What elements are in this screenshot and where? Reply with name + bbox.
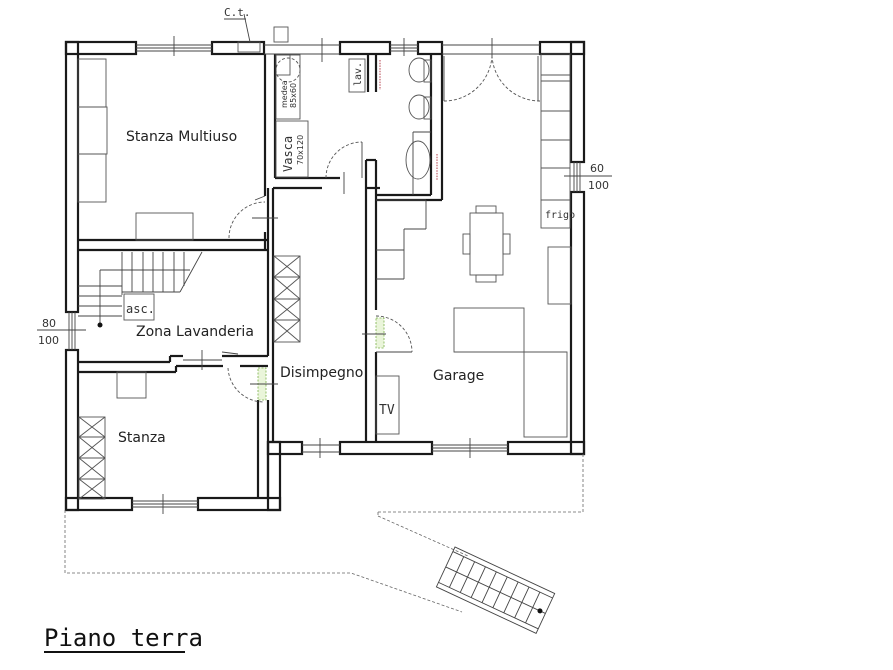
room-label-stanza-multiuso: Stanza Multiuso xyxy=(126,129,237,145)
door-lavanderia[interactable] xyxy=(183,350,239,370)
door-garage-north[interactable] xyxy=(443,55,541,102)
label-ct: C.t. xyxy=(224,6,251,19)
labels: Stanza Multiuso Zona Lavanderia Stanza D… xyxy=(38,6,609,653)
dim-west-top: 80 xyxy=(42,317,56,330)
wardrobe-disimpegno xyxy=(273,255,301,343)
label-tv: TV xyxy=(379,403,395,418)
room-label-zona-lavanderia: Zona Lavanderia xyxy=(136,324,254,340)
doors xyxy=(183,55,541,403)
garage-furniture xyxy=(375,53,572,438)
door-garage-side[interactable] xyxy=(362,315,413,353)
room-label-disimpegno: Disimpegno xyxy=(280,365,363,381)
plan-title: Piano terra xyxy=(44,624,203,652)
interior-staircase xyxy=(78,251,203,328)
elevator-box xyxy=(123,293,155,321)
windows xyxy=(37,36,612,514)
wardrobe-stanza xyxy=(78,416,106,500)
label-bathtub-name: Vasca xyxy=(281,136,295,172)
bathroom-fixtures xyxy=(275,54,438,195)
ct-box xyxy=(237,41,261,53)
sofa xyxy=(453,307,525,353)
window-multiuso-north xyxy=(136,36,212,56)
window-bathroom-north xyxy=(390,38,418,56)
door-stanza[interactable] xyxy=(227,367,278,403)
window-west xyxy=(37,312,86,350)
label-shower-name: medea xyxy=(280,80,289,108)
stanza-furniture xyxy=(78,371,147,500)
dining-table xyxy=(469,212,504,276)
window-stanza-south xyxy=(132,494,198,514)
room-label-stanza: Stanza xyxy=(118,430,166,446)
window-garage-south xyxy=(432,438,508,458)
label-shower-size: 85x60 xyxy=(289,83,298,108)
dim-east-top: 60 xyxy=(590,162,604,175)
door-bathroom[interactable] xyxy=(325,141,363,194)
room-label-garage: Garage xyxy=(433,368,484,384)
window-east xyxy=(564,162,612,192)
dim-east-bottom: 100 xyxy=(588,179,609,192)
label-frigo: frigo xyxy=(545,210,575,221)
dim-west-bottom: 100 xyxy=(38,334,59,347)
label-asc: asc. xyxy=(126,302,155,316)
exterior-staircase xyxy=(435,546,556,634)
multiuso-furniture xyxy=(77,13,289,241)
label-lav: lav. xyxy=(353,62,364,86)
label-bathtub-size: 70x120 xyxy=(296,135,305,165)
fridge xyxy=(540,199,571,229)
exterior-terrace xyxy=(64,454,584,613)
door-multiuso[interactable] xyxy=(228,195,278,239)
tv-unit xyxy=(375,375,400,435)
